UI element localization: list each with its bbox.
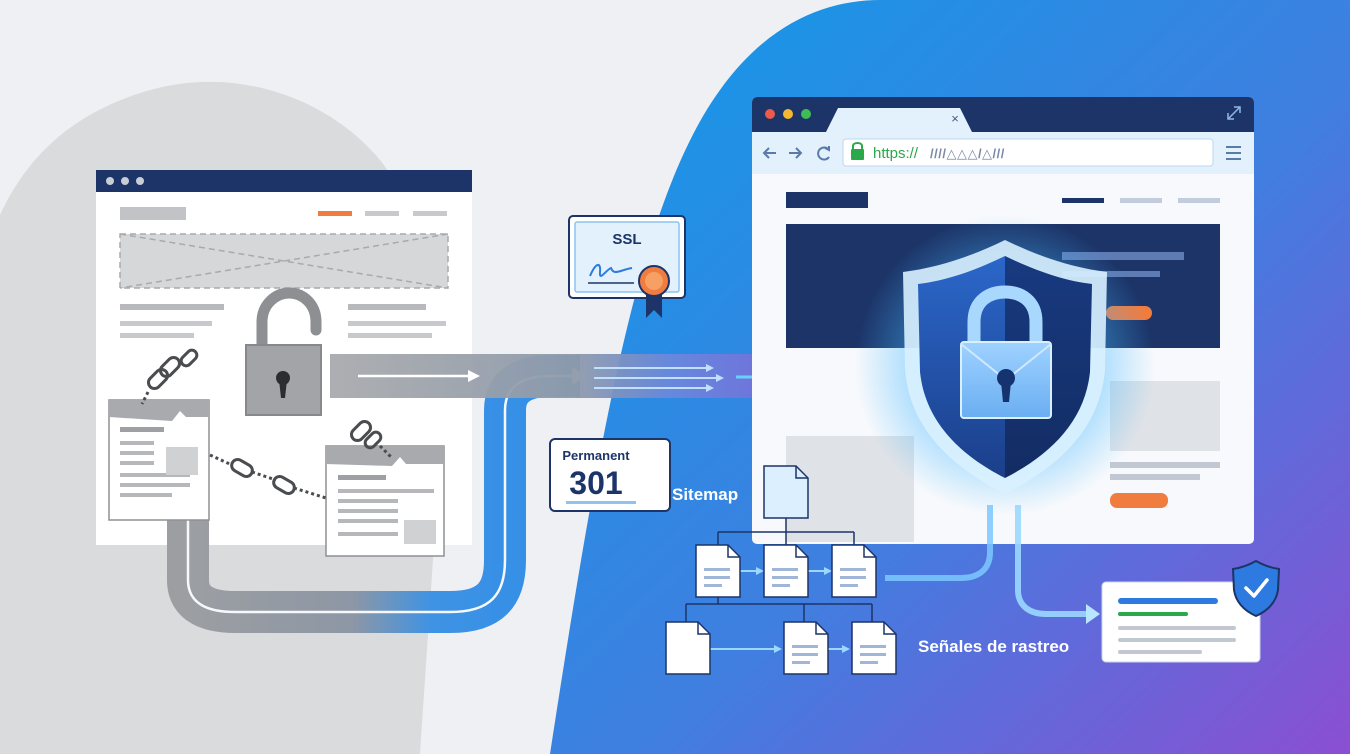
crawl-signals-label: Señales de rastreo: [918, 637, 1069, 656]
ssl-lock-icon: [851, 142, 864, 160]
sitemap-page-level1: [695, 544, 877, 598]
check-shield-icon: [1231, 559, 1281, 618]
open-padlock-icon: [245, 287, 322, 416]
expand-icon[interactable]: [1227, 106, 1241, 120]
redirect-type-label: Permanent: [562, 448, 630, 463]
ssl-certificate-badge: SSL: [568, 215, 686, 318]
sitemap-page-level2: [665, 621, 897, 675]
sitemap-tree: [685, 518, 873, 622]
window-minimize-dot[interactable]: [783, 109, 793, 119]
window-maximize-dot[interactable]: [801, 109, 811, 119]
broken-page-left: [108, 399, 210, 521]
sitemap-arrows: [710, 567, 850, 653]
back-icon[interactable]: [762, 147, 776, 159]
ssl-label: SSL: [612, 231, 641, 248]
url-scheme: https://: [873, 145, 919, 162]
menu-icon[interactable]: [1226, 146, 1241, 160]
sitemap-page-root: [763, 465, 809, 519]
sitemap-label: Sitemap: [672, 485, 738, 504]
padlock-icon: [960, 285, 1052, 419]
address-bar[interactable]: [842, 138, 1214, 167]
redirect-code-label: 301: [569, 465, 622, 501]
forward-icon[interactable]: [789, 147, 803, 159]
main-arrow: [330, 338, 878, 414]
connector-result: [1015, 505, 1092, 617]
url-mask: ////△△△/△///: [930, 146, 1005, 161]
reload-icon[interactable]: [817, 146, 830, 161]
connector-sitemap: [885, 505, 993, 581]
tab-close-icon[interactable]: ×: [951, 111, 959, 126]
window-close-dot[interactable]: [765, 109, 775, 119]
redirect-301-badge: Permanent 301: [549, 438, 671, 512]
browser-tab[interactable]: [826, 108, 972, 132]
chain-link-icon: [140, 348, 394, 500]
broken-page-right: [325, 445, 445, 557]
connector-result-arrowhead: [1086, 604, 1100, 624]
search-result-card: [1101, 581, 1261, 663]
